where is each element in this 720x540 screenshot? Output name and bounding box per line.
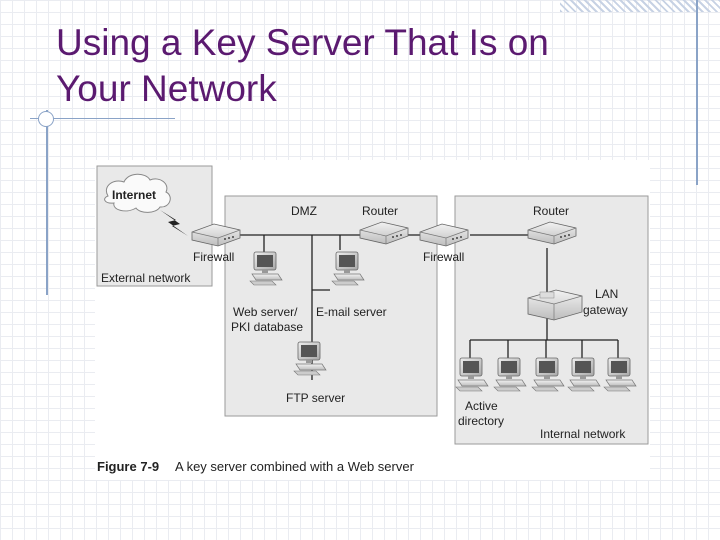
left-decoration-line xyxy=(46,110,48,295)
lan-gateway-label-line-2: gateway xyxy=(583,303,628,317)
router-internal-label: Router xyxy=(533,204,569,218)
web-server-label-line-1: Web server/ xyxy=(233,305,298,319)
router-dmz-label: Router xyxy=(362,204,398,218)
firewall-left-label: Firewall xyxy=(193,250,234,264)
active-directory-label-line-2: directory xyxy=(458,414,504,428)
lightning-bolt-icon xyxy=(160,210,188,236)
title-underline xyxy=(30,118,175,119)
slide-title: Using a Key Server That Is on Your Netwo… xyxy=(56,20,616,112)
active-directory-label-line-1: Active xyxy=(465,399,498,413)
internet-cloud-icon xyxy=(104,173,171,213)
figure-number: Figure 7-9 xyxy=(97,459,159,474)
ftp-server-label: FTP server xyxy=(286,391,345,405)
web-server-label-line-2: PKI database xyxy=(231,320,303,334)
right-decoration-line xyxy=(696,0,698,185)
lan-gateway-icon xyxy=(527,289,583,321)
email-server-label: E-mail server xyxy=(316,305,387,319)
figure-caption: A key server combined with a Web server xyxy=(175,459,415,474)
internal-network-label: Internal network xyxy=(540,427,626,441)
lan-gateway-label-line-1: LAN xyxy=(595,287,618,301)
external-network-label: External network xyxy=(101,271,191,285)
firewall-right-label: Firewall xyxy=(423,250,464,264)
dmz-label: DMZ xyxy=(291,204,317,218)
top-decoration xyxy=(560,0,720,12)
internet-label: Internet xyxy=(112,188,156,202)
title-line-1: Using a Key Server That Is on xyxy=(56,22,549,63)
title-line-2: Your Network xyxy=(56,68,277,109)
decoration-circle xyxy=(38,111,54,127)
